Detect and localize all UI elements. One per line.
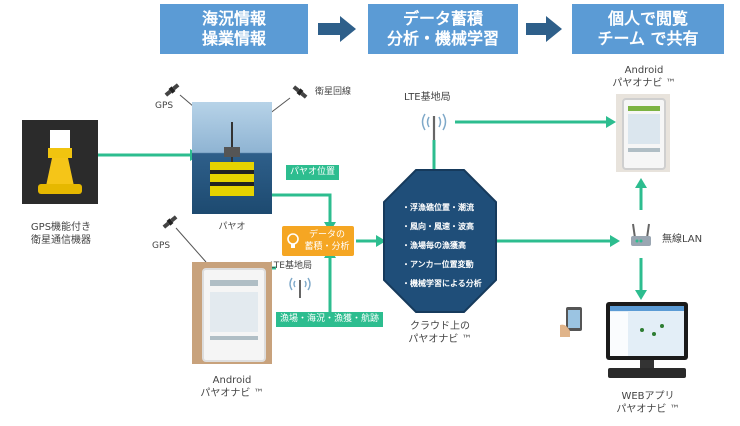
data-box-line-1: データの xyxy=(308,230,345,240)
header-step-2-line-1: データ蓄積 xyxy=(402,9,483,28)
octagon-item-3: ・漁場毎の漁獲高 xyxy=(402,241,466,250)
data-box-line-2: 蓄積・分析 xyxy=(304,242,350,252)
header-step-3-line-2: チーム で共有 xyxy=(597,29,699,48)
router-icon xyxy=(631,223,651,246)
octagon-item-2: ・風向・風速・波高 xyxy=(402,222,474,231)
android-bottom-label-line-2: パヤオナビ ™ xyxy=(200,388,264,399)
gps-device-icon xyxy=(38,130,82,194)
gps-label-top: GPS xyxy=(155,101,174,111)
cloud-label-line-1: クラウド上の xyxy=(410,321,470,332)
satellite-icon-left xyxy=(164,83,180,97)
buoy-image xyxy=(192,102,272,214)
web-app-label-line-2: パヤオナビ ™ xyxy=(616,404,680,415)
gps-device-label-line-1: GPS機能付き xyxy=(30,222,92,233)
web-app-label-line-1: WEBアプリ xyxy=(621,391,675,402)
header-step-2: データ蓄積 分析・機械学習 xyxy=(368,4,518,54)
hand-tablet-icon xyxy=(560,307,582,337)
octagon-item-1: ・浮漁礁位置・潮流 xyxy=(402,203,474,212)
lightbulb-icon xyxy=(287,233,299,248)
header-step-2-line-2: 分析・機械学習 xyxy=(386,29,499,48)
web-monitor-icon xyxy=(606,302,688,378)
octagon-item-4: ・アンカー位置変動 xyxy=(402,260,474,269)
arrowhead-octagon-lan xyxy=(610,235,620,247)
octagon-item-list: ・浮漁礁位置・潮流 ・風向・風速・波高 ・漁場毎の漁獲高 ・アンカー位置変動 ・… xyxy=(402,198,498,293)
gps-link-bottom xyxy=(175,227,207,263)
android-bottom-label: Android パヤオナビ ™ xyxy=(182,374,282,400)
android-top-label: Android パヤオナビ ™ xyxy=(604,64,684,90)
android-tablet-bottom xyxy=(192,262,272,364)
header-arrow-2 xyxy=(526,16,562,42)
satellite-line-label: 衛星回線 xyxy=(315,87,352,97)
antenna-icon-top xyxy=(421,113,447,140)
android-tablet-top xyxy=(616,94,670,172)
wireless-lan-label: 無線LAN xyxy=(662,234,703,245)
header-step-1-line-1: 海況情報 xyxy=(201,9,266,28)
buoy-icon xyxy=(210,122,254,196)
web-app-label: WEBアプリ パヤオナビ ™ xyxy=(604,390,692,416)
cloud-label: クラウド上の パヤオナビ ™ xyxy=(398,320,482,346)
arrowhead-databox-octagon xyxy=(376,235,386,247)
octagon-item-5: ・機械学習による分析 xyxy=(402,279,482,288)
cloud-octagon xyxy=(383,169,497,313)
buoy-label: パヤオ xyxy=(218,222,246,232)
header-step-1-line-2: 操業情報 xyxy=(201,29,266,48)
data-storage-box: データの 蓄積・分析 xyxy=(282,226,354,256)
arrowhead-lan-monitor xyxy=(635,290,647,300)
android-top-label-line-1: Android xyxy=(624,65,664,76)
tag-fishing-info: 漁場・海況・漁獲・航跡 xyxy=(276,312,384,327)
android-bottom-label-line-1: Android xyxy=(212,375,252,386)
lte-top-label: LTE基地局 xyxy=(404,92,451,103)
header-arrow-1 xyxy=(318,16,356,42)
cloud-label-line-2: パヤオナビ ™ xyxy=(408,334,472,345)
header-step-3-line-1: 個人で閲覧 xyxy=(607,9,688,28)
header-step-3: 個人で閲覧 チーム で共有 xyxy=(572,4,724,54)
satellite-icon-right xyxy=(292,85,308,99)
arrowhead-lan-android xyxy=(635,178,647,188)
gps-device-label-line-2: 衛星通信機器 xyxy=(31,235,91,246)
arrowhead-lte-android xyxy=(606,116,616,128)
antenna-icon-small xyxy=(289,277,311,298)
android-top-label-line-2: パヤオナビ ™ xyxy=(612,78,676,89)
tag-payao-position: パヤオ位置 xyxy=(286,165,340,180)
header-step-1: 海況情報 操業情報 xyxy=(160,4,308,54)
satellite-icon-bottom xyxy=(162,215,178,229)
gps-device-image xyxy=(22,120,98,204)
lte-small-label: LTE基地局 xyxy=(270,261,312,271)
connector-buoy-databox xyxy=(272,193,332,222)
gps-label-bottom: GPS xyxy=(152,241,171,251)
gps-device-label: GPS機能付き 衛星通信機器 xyxy=(14,221,108,247)
